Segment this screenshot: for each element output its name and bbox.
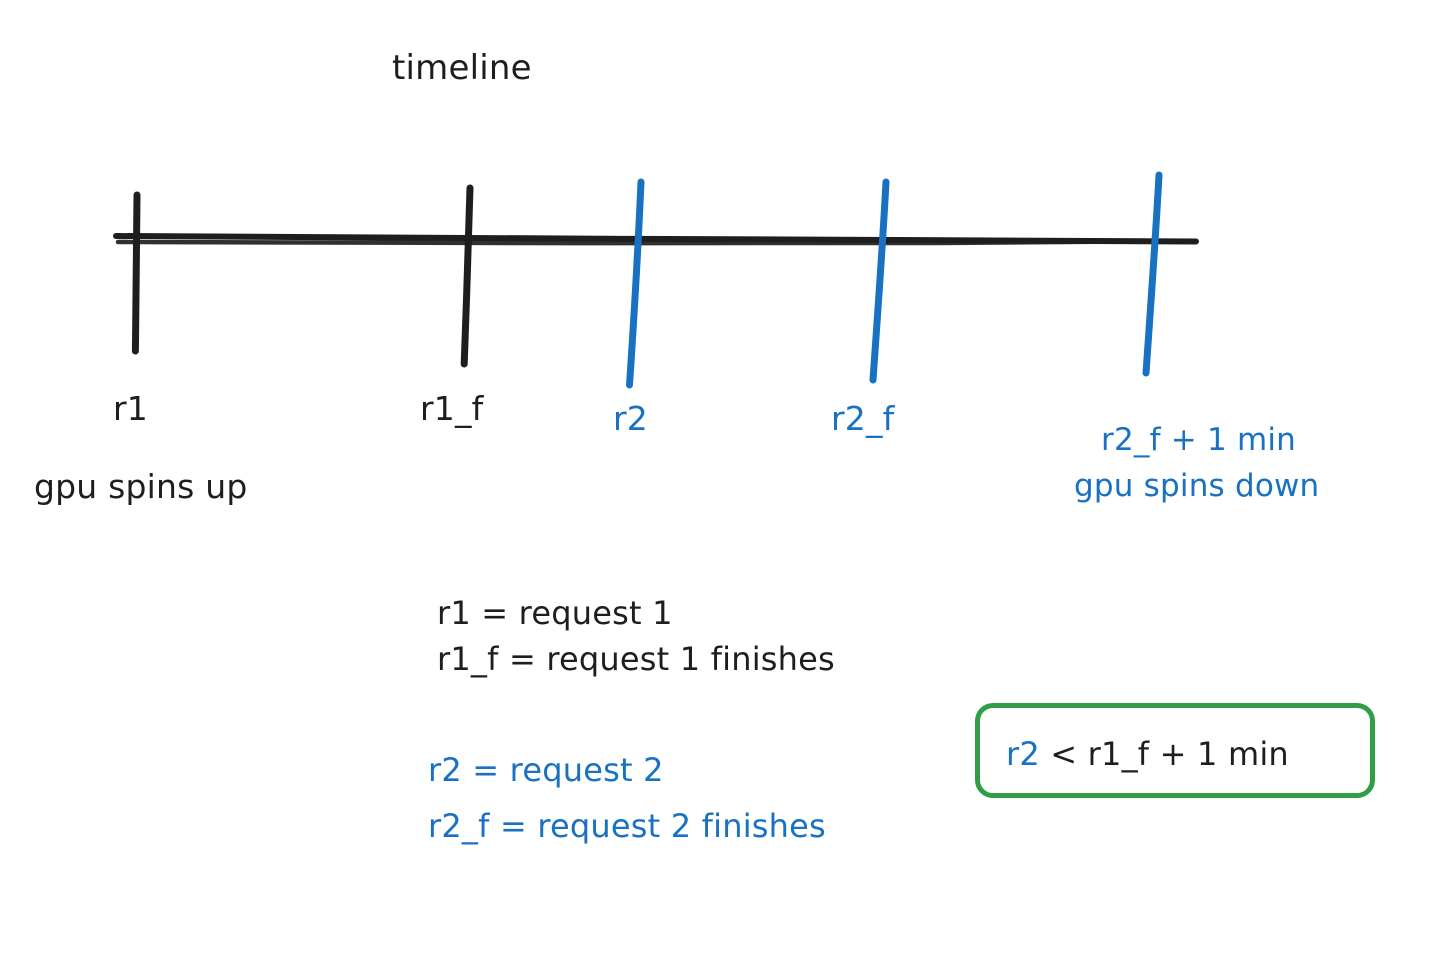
annotation-gpu-spins-down-line1: r2_f + 1 min (1101, 422, 1296, 458)
tick-r2-f (869, 178, 890, 384)
tick-r1 (131, 191, 141, 355)
marker-label-r2: r2 (613, 399, 648, 438)
constraint-expression-r2: r2 (1006, 735, 1040, 773)
constraint-expression-rest: < r1_f + 1 min (1039, 735, 1289, 773)
annotation-gpu-spins-up: gpu spins up (34, 467, 248, 506)
marker-label-r2-f: r2_f (831, 399, 895, 438)
page-title: timeline (392, 48, 532, 88)
legend-blue-group: r2 = request 2 r2_f = request 2 finishes (428, 751, 826, 846)
annotation-gpu-spins-down: r2_f + 1 min gpu spins down (1074, 422, 1319, 504)
legend-r1-definition: r1 = request 1 (437, 594, 673, 632)
annotation-gpu-spins-down-line2: gpu spins down (1074, 467, 1320, 504)
timeline-axis (113, 233, 1199, 246)
marker-label-r1-f: r1_f (420, 389, 484, 428)
legend-r2-definition: r2 = request 2 (428, 751, 664, 789)
tick-r2-f-plus-1min (1142, 171, 1163, 377)
constraint-callout-box (975, 703, 1375, 798)
legend-black-group: r1 = request 1 r1_f = request 1 finishes (437, 594, 835, 679)
legend-r2-f-definition: r2_f = request 2 finishes (428, 806, 826, 845)
marker-label-r1: r1 (113, 389, 148, 428)
tick-r1-f (460, 184, 474, 368)
constraint-expression: r2 < r1_f + 1 min (1006, 735, 1289, 774)
legend-r1-f-definition: r1_f = request 1 finishes (437, 639, 835, 678)
tick-r2 (626, 178, 645, 389)
